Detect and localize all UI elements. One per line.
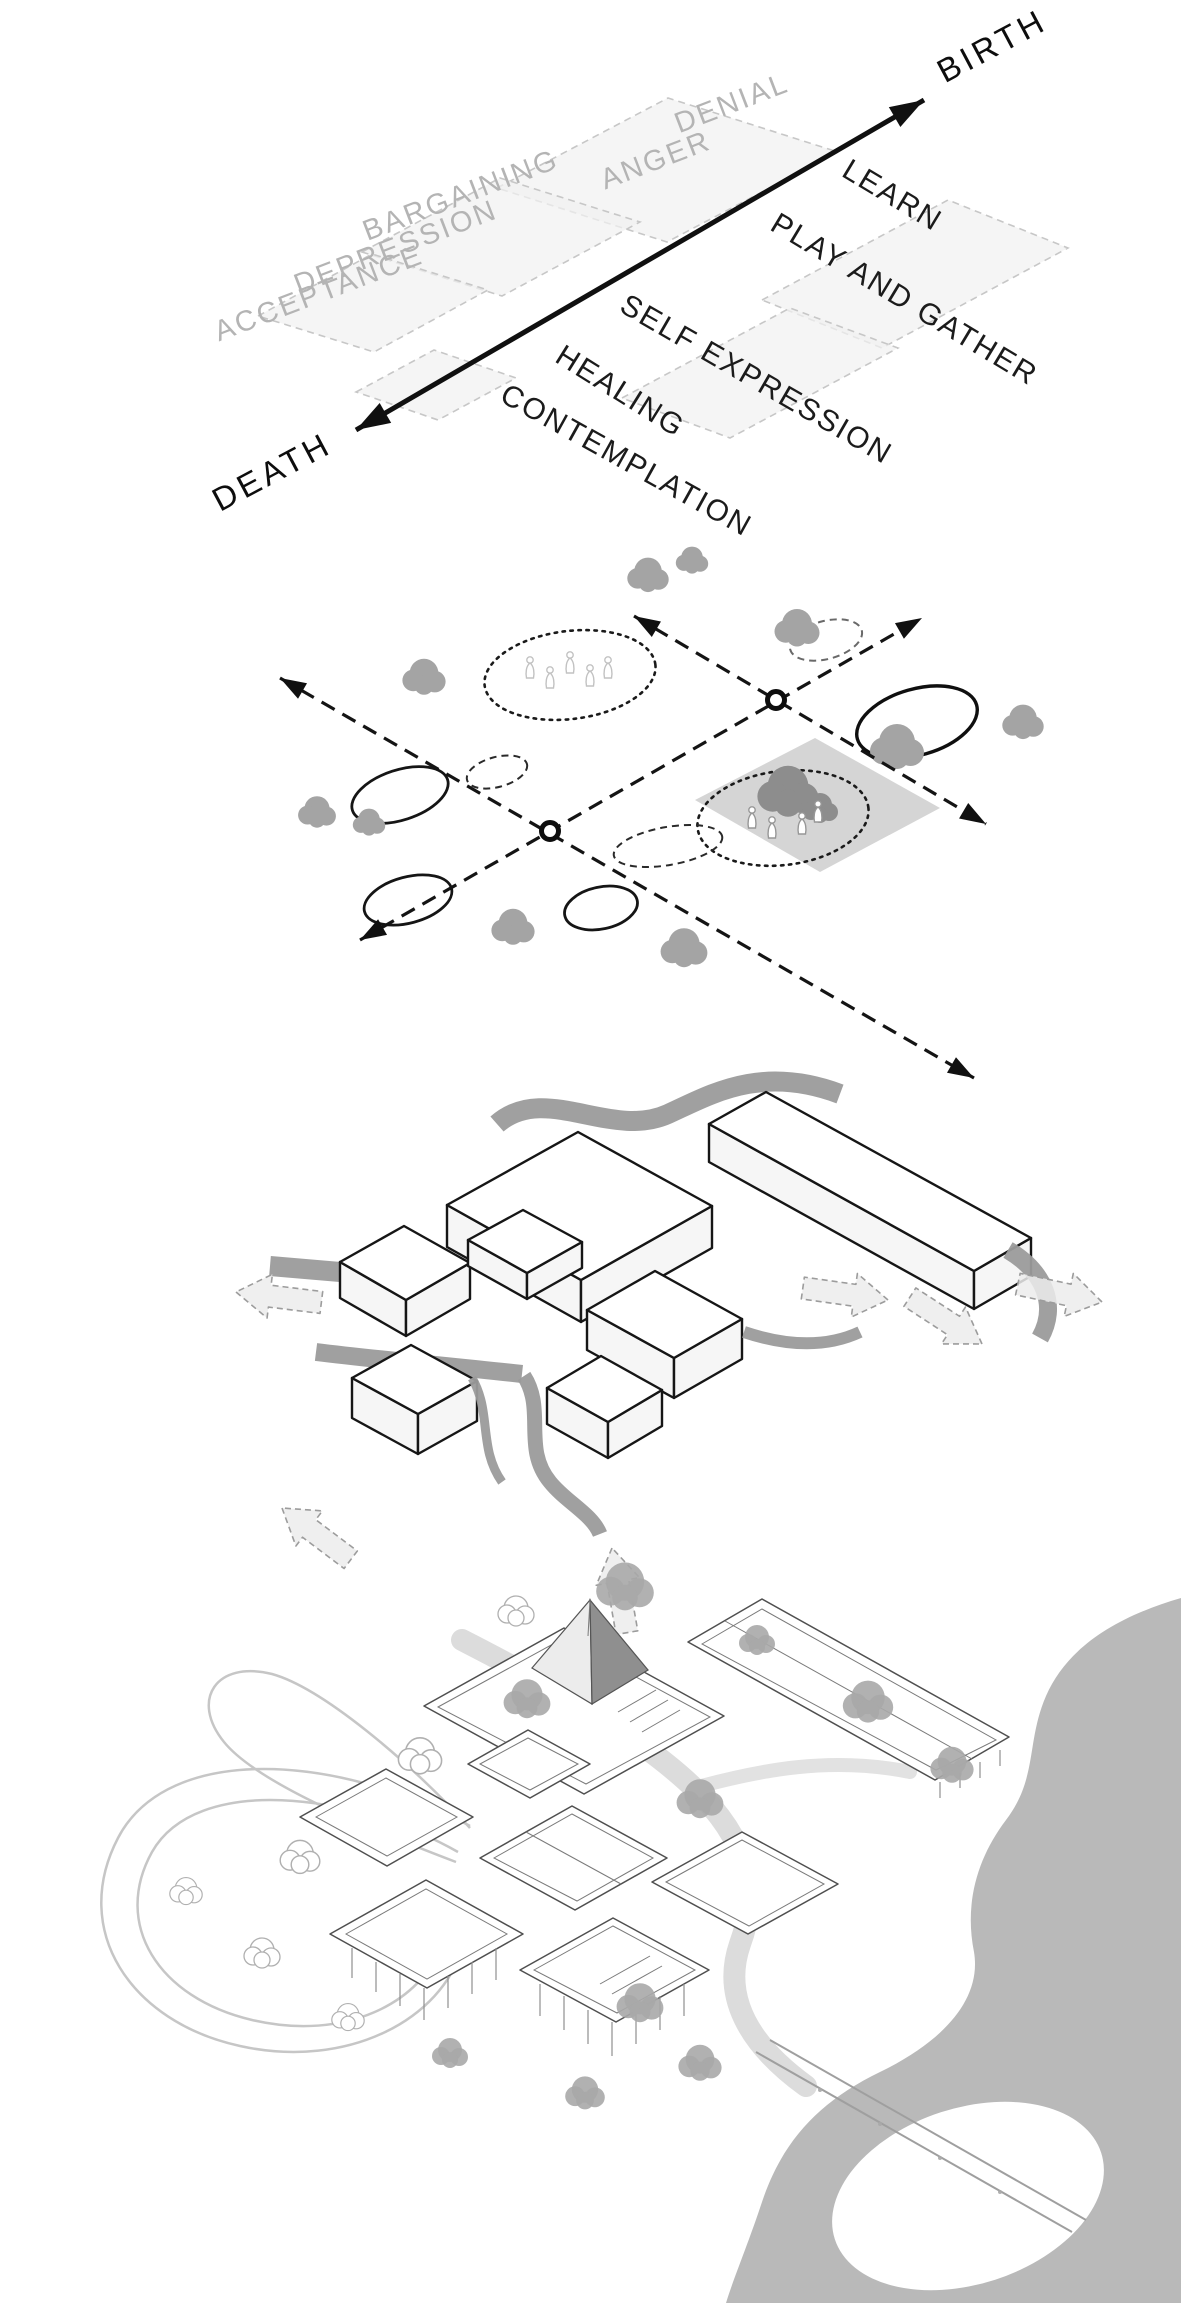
massing-box-g [545,1354,664,1460]
stilts [351,1948,685,2056]
pier-dock [755,2039,1087,2233]
axis-node-2 [539,820,561,842]
panel1-grief-program-axis [255,97,1070,439]
building-square-pavilion-small [467,1729,591,1799]
circulation-axes [279,614,987,1080]
building-right-pavilion [651,1831,839,1935]
birth-death-arrow [354,97,926,433]
massing-box-d [466,1208,584,1301]
axis-node-1 [765,689,787,711]
massing-box-e [585,1269,744,1400]
building-bottom-pavilion [519,1917,710,2023]
building-mid-pavilion [479,1805,668,1911]
people-group-gathering [525,651,613,689]
panel4-site-axonometric [100,1562,1181,2303]
massing-box-c [338,1224,472,1338]
massing-box-bar [707,1090,1033,1311]
activity-zones [350,618,979,932]
stage-platforms [255,97,1070,439]
building-square-pavilion-2 [329,1879,524,1989]
panel2-site-axes [279,546,1044,1080]
building-square-pavilion-1 [299,1768,474,1867]
massing-box-f [350,1343,479,1456]
cove-inlet [832,2101,1104,2291]
panel3-massing [232,1071,1108,1638]
building-main-hall [423,1598,725,1795]
trees-plan [298,546,1044,968]
